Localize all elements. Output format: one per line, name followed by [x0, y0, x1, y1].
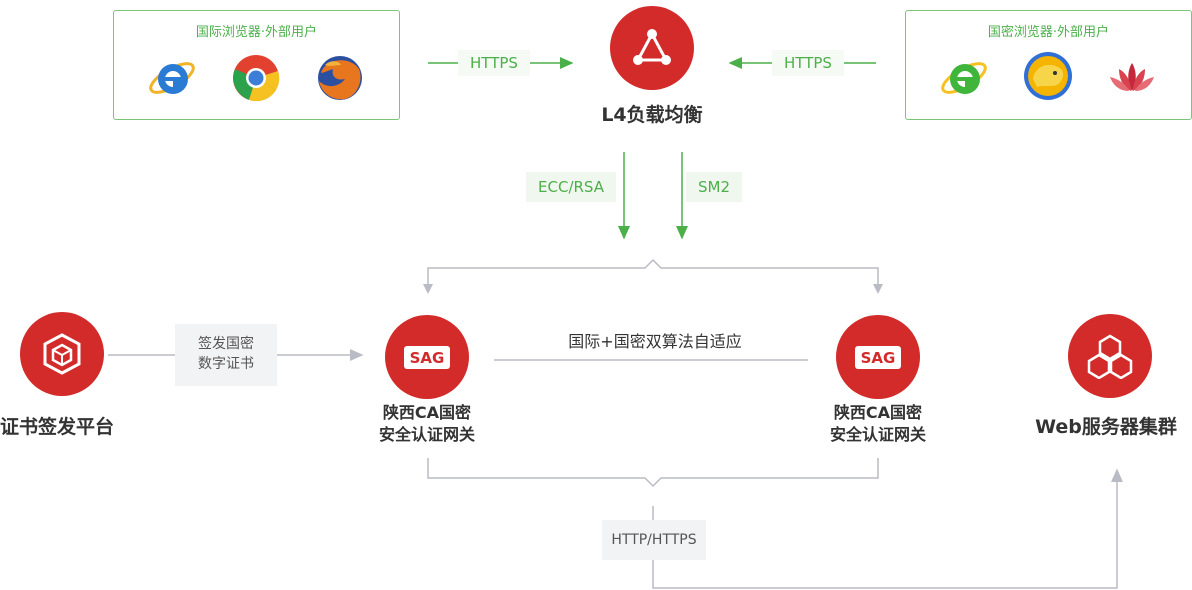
web-arrow-line — [652, 468, 1123, 589]
chrome-icon — [233, 55, 280, 102]
load-balancer-label: L4负载均衡 — [601, 104, 703, 126]
adaptive-label: 国际+国密双算法自适应 — [568, 332, 742, 351]
cert-issue-line2: 数字证书 — [198, 356, 254, 372]
gateway-right-node: SAG — [836, 315, 920, 399]
gateway-left-line1: 陕西CA国密 — [382, 403, 472, 422]
cube-icon — [43, 333, 81, 375]
network-triangle-icon — [633, 29, 671, 65]
web-cluster-node — [1068, 314, 1152, 398]
top-bracket — [427, 258, 879, 292]
sag-badge-left: SAG — [403, 345, 451, 369]
intl-browser-group: 国际浏览器·外部用户 — [113, 10, 400, 120]
http-https-label: HTTP/HTTPS — [602, 520, 706, 560]
cert-platform-label: 证书签发平台 — [0, 416, 115, 438]
sm2-label: SM2 — [686, 172, 742, 202]
gateway-right-line2: 安全认证网关 — [829, 425, 926, 444]
gateway-right-line1: 陕西CA国密 — [833, 403, 923, 422]
cert-issue-line1: 签发国密 — [198, 336, 254, 352]
intl-browser-group-title: 国际浏览器·外部用户 — [195, 25, 318, 40]
web-cluster-label: Web服务器集群 — [1035, 416, 1177, 438]
cert-issue-label: 签发国密 数字证书 — [175, 324, 277, 386]
gateway-right-label: 陕西CA国密 安全认证网关 — [801, 402, 955, 446]
lotus-browser-icon — [1110, 63, 1154, 91]
cluster-cubes-icon — [1087, 334, 1133, 379]
firefox-icon — [318, 56, 362, 100]
liebao-browser-icon — [1024, 52, 1072, 100]
gm-browser-group: 国密浏览器·外部用户 — [905, 10, 1192, 120]
https-right-label: HTTPS — [772, 50, 844, 76]
sag-badge-right: SAG — [854, 345, 902, 369]
gateway-left-label: 陕西CA国密 安全认证网关 — [350, 402, 504, 446]
gm-browser-group-title: 国密浏览器·外部用户 — [987, 25, 1110, 40]
ie-icon — [149, 62, 195, 94]
ecc-rsa-label: ECC/RSA — [526, 172, 616, 202]
https-left-label: HTTPS — [458, 50, 530, 76]
360-browser-icon — [941, 62, 987, 94]
bottom-bracket — [427, 458, 879, 488]
cert-platform-node — [20, 312, 104, 396]
gateway-left-node: SAG — [385, 315, 469, 399]
load-balancer-node — [610, 6, 694, 90]
sag-badge-left-text: SAG — [409, 348, 445, 367]
gateway-left-line2: 安全认证网关 — [378, 425, 475, 444]
sag-badge-right-text: SAG — [860, 348, 896, 367]
